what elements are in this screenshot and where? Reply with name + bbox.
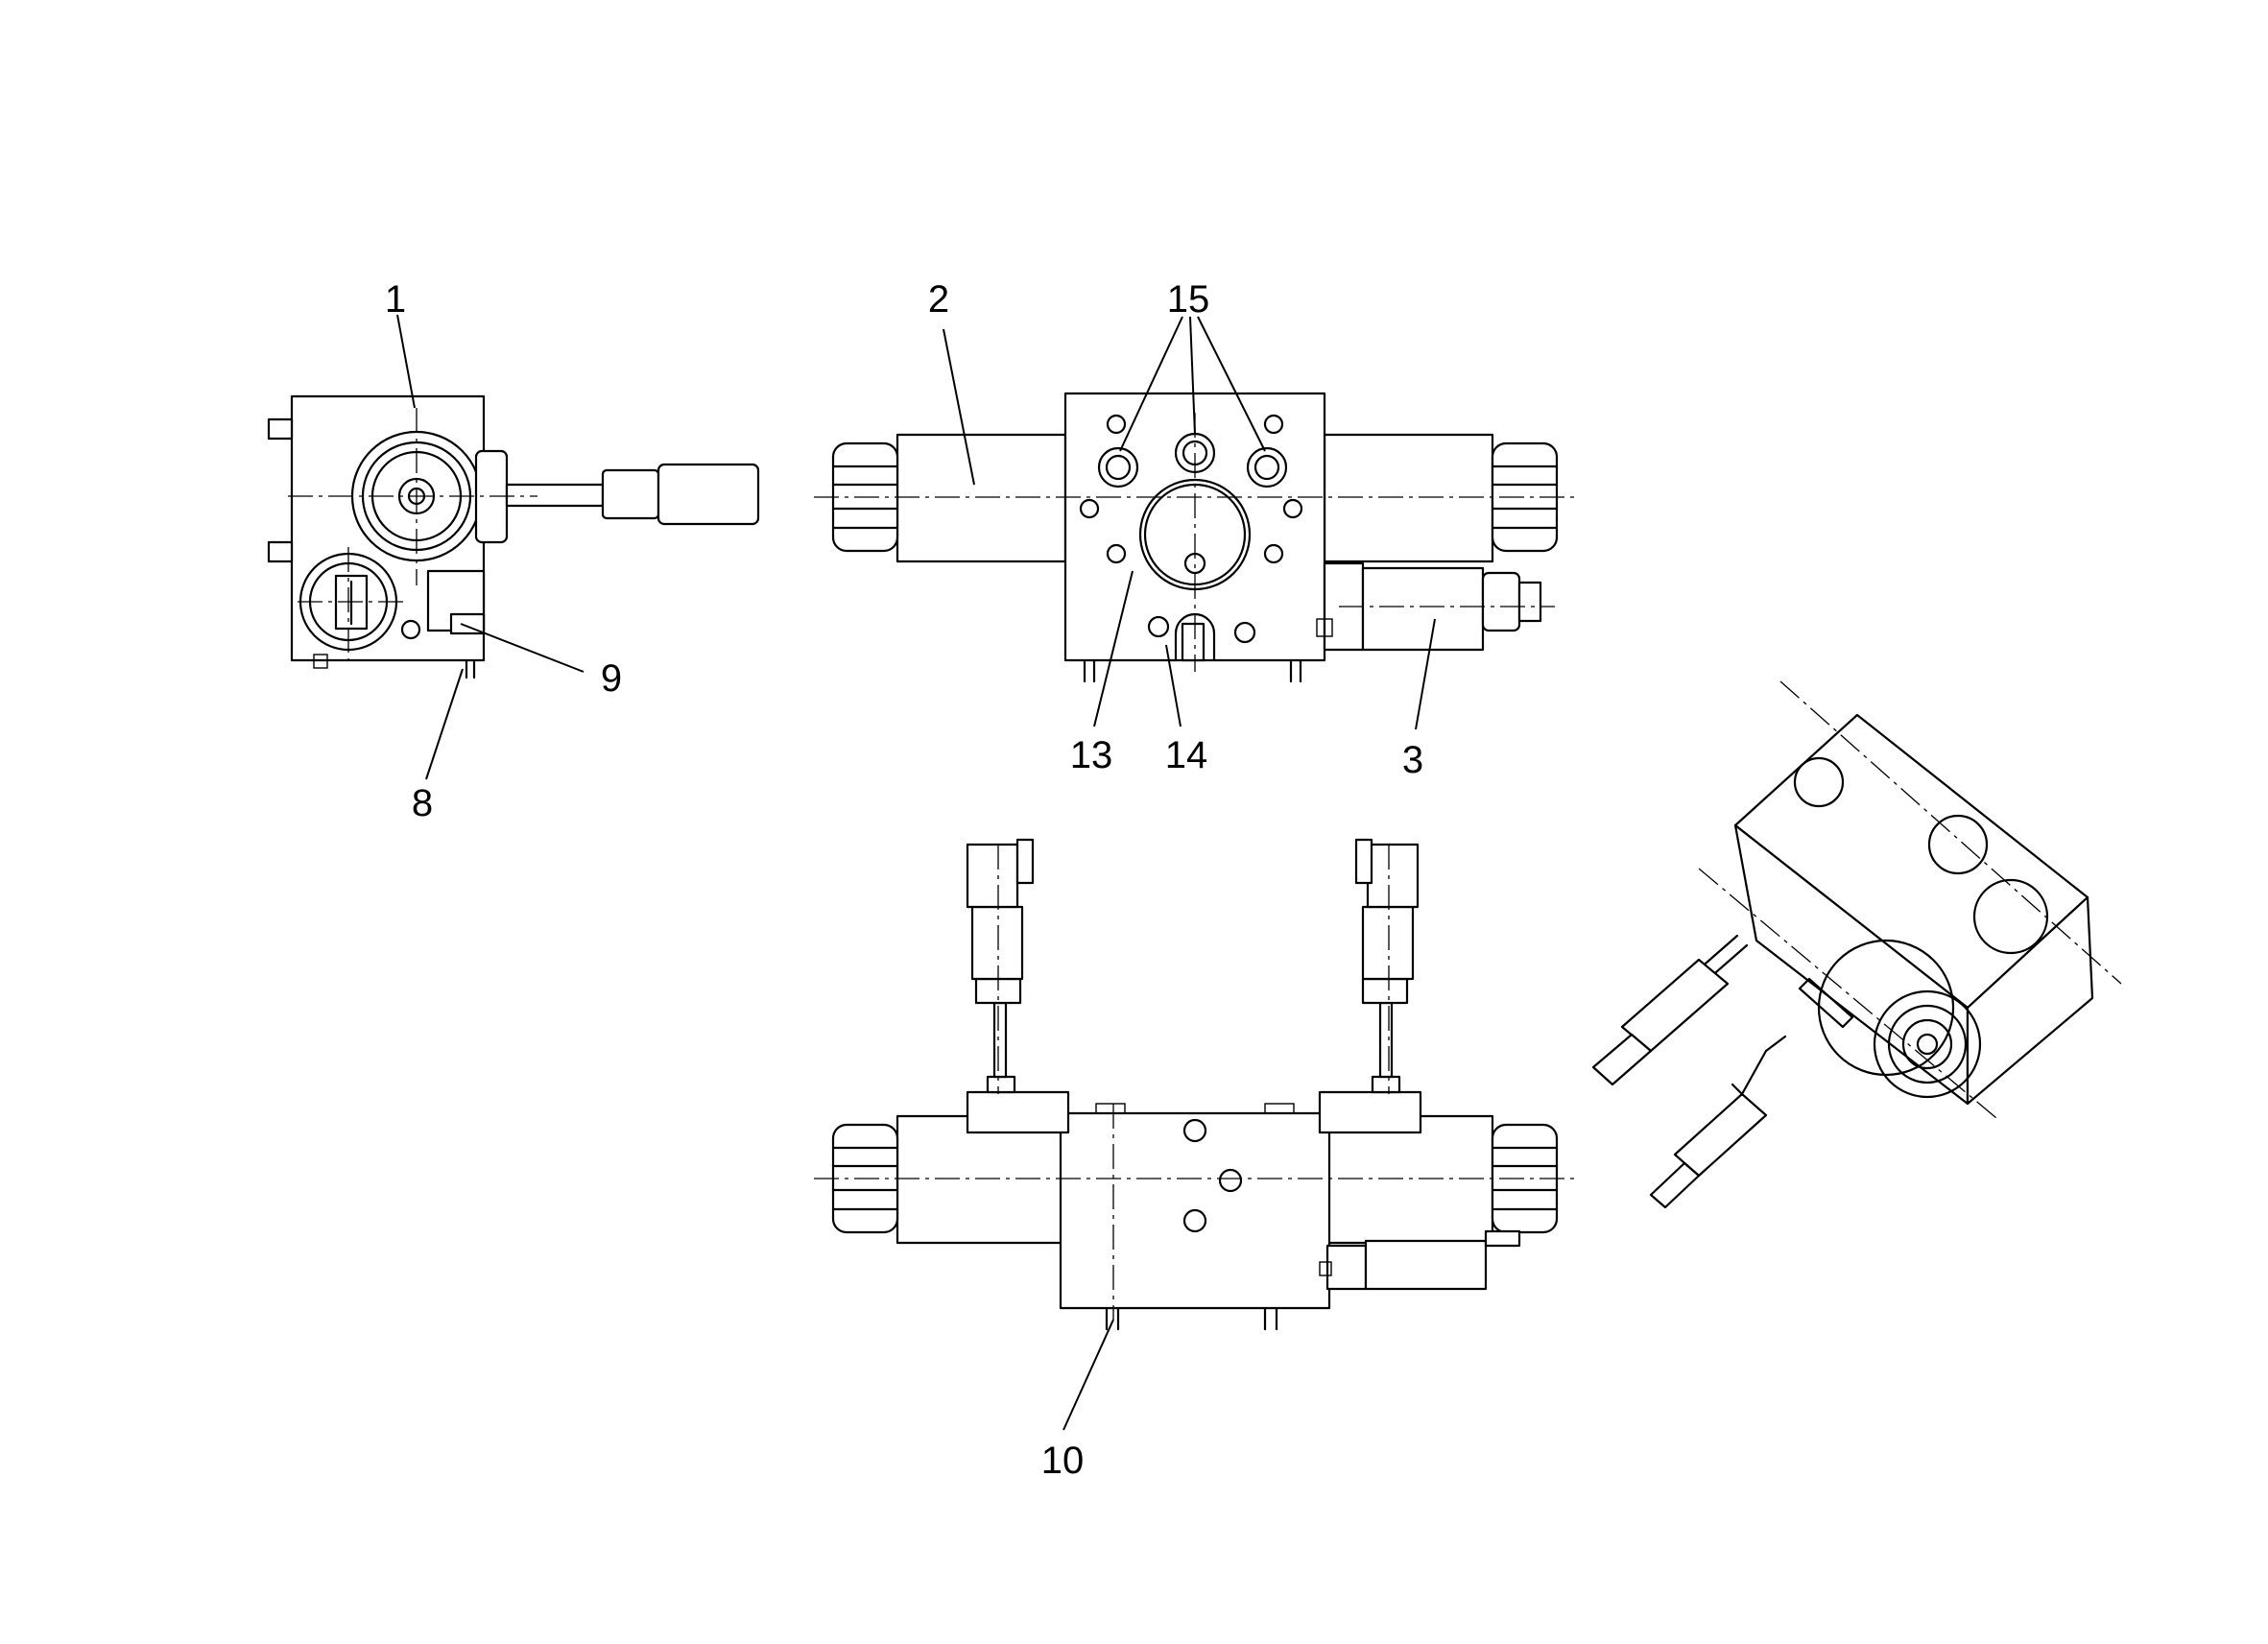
leader-8	[425, 668, 464, 780]
callout-1: 1	[385, 278, 406, 321]
callout-labels: 1 2 15 9 8 13 14 3 10	[385, 278, 1423, 1482]
callout-10: 10	[1041, 1440, 1085, 1482]
leader-15a	[1119, 316, 1183, 452]
leader-2	[943, 328, 975, 486]
leader-lines	[396, 314, 1436, 1431]
callout-15: 15	[1167, 278, 1210, 321]
callout-3: 3	[1402, 739, 1423, 781]
front-view	[814, 392, 1574, 683]
leader-14	[1165, 644, 1182, 727]
leader-15c	[1197, 316, 1266, 452]
leader-10	[1062, 1319, 1114, 1431]
leader-15b	[1189, 316, 1196, 436]
callout-8: 8	[412, 782, 433, 824]
top-view	[814, 838, 1574, 1331]
callout-14: 14	[1165, 734, 1208, 776]
callout-9: 9	[601, 657, 622, 700]
leader-13	[1093, 570, 1134, 727]
leader-3	[1415, 618, 1436, 730]
leader-9	[460, 623, 585, 673]
leader-1	[396, 314, 416, 409]
side-view	[267, 394, 760, 679]
callout-13: 13	[1070, 734, 1113, 776]
callout-2: 2	[928, 278, 949, 321]
isometric-view	[1591, 680, 2122, 1209]
